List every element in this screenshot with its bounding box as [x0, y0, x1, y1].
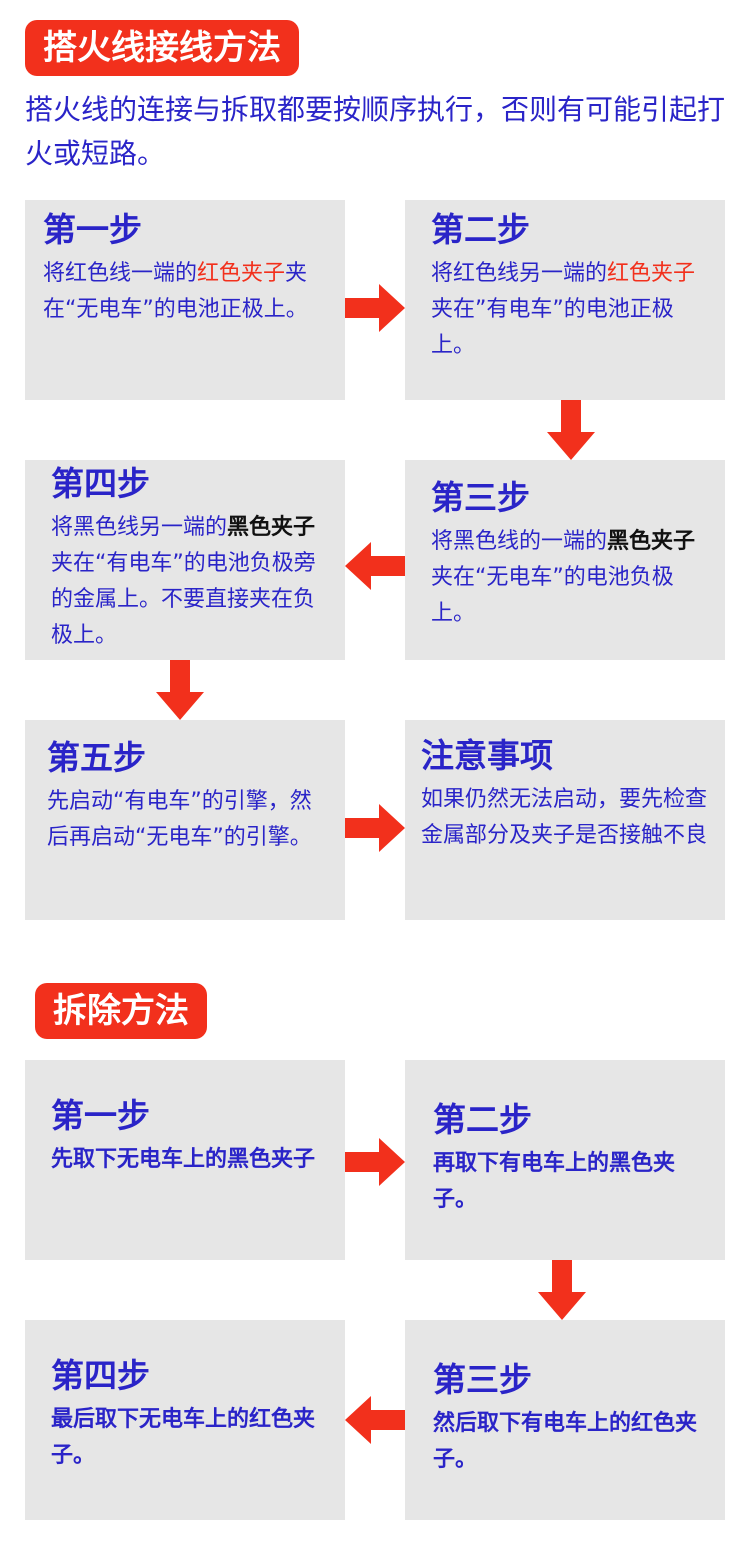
install-intro-text: 搭火线的连接与拆取都要按顺序执行，否则有可能引起打火或短路。	[25, 93, 726, 170]
install-step-1-card: 第一步 将红色线一端的红色夹子夹在“无电车”的电池正极上。	[25, 200, 345, 400]
removal-step-2-card: 第二步 再取下有电车上的黑色夹子。	[405, 1060, 725, 1260]
removal-step-3-card: 第三步 然后取下有电车上的红色夹子。	[405, 1320, 725, 1520]
install-step-1-text: 将红色线一端的红色夹子夹在“无电车”的电池正极上。	[43, 256, 329, 328]
install-step-4-title: 第四步	[51, 464, 150, 503]
install-step-1-title: 第一步	[43, 210, 142, 249]
removal-step-4-card: 第四步 最后取下无电车上的红色夹子。	[25, 1320, 345, 1520]
install-step-5-card: 第五步 先启动“有电车”的引擎，然后再启动“无电车”的引擎。	[25, 720, 345, 920]
arrow-down-icon	[547, 400, 595, 460]
install-step-2-text-a: 将红色线另一端的	[431, 261, 608, 286]
arrow-left-icon	[345, 1396, 405, 1444]
install-step-1-text-a: 将红色线一端的	[43, 261, 198, 286]
install-step-4-text-b: 夹在“有电车”的电池负极旁的金属上。不要直接夹在负极上。	[51, 551, 316, 648]
removal-step-1-title: 第一步	[51, 1096, 150, 1135]
install-step-4-text: 将黑色线另一端的黑色夹子夹在“有电车”的电池负极旁的金属上。不要直接夹在负极上。	[51, 510, 329, 654]
install-step-3-text-black: 黑色夹子	[607, 529, 696, 554]
install-section-title: 搭火线接线方法	[25, 20, 299, 76]
arrow-left-icon	[345, 542, 405, 590]
removal-step-4-title: 第四步	[51, 1356, 150, 1395]
removal-step-1-card: 第一步 先取下无电车上的黑色夹子	[25, 1060, 345, 1260]
install-step-2-title: 第二步	[431, 210, 530, 249]
removal-step-3-title: 第三步	[433, 1360, 532, 1399]
install-step-3-card: 第三步 将黑色线的一端的黑色夹子夹在“无电车”的电池负极上。	[405, 460, 725, 660]
install-step-1-text-b: 夹在“无电车”的电池正极上。	[43, 261, 308, 322]
install-step-4-card: 第四步 将黑色线另一端的黑色夹子夹在“有电车”的电池负极旁的金属上。不要直接夹在…	[25, 460, 345, 660]
removal-step-2-title: 第二步	[433, 1100, 532, 1139]
install-note-title: 注意事项	[421, 736, 553, 775]
arrow-right-icon	[345, 1138, 405, 1186]
install-step-3-text-b: 夹在“无电车”的电池负极上。	[431, 565, 674, 626]
install-step-4-text-black: 黑色夹子	[227, 515, 316, 540]
arrow-down-icon	[538, 1260, 586, 1320]
arrow-right-icon	[345, 284, 405, 332]
install-step-2-text-b: 夹在”有电车”的电池正极上。	[431, 297, 674, 358]
removal-step-2-text: 再取下有电车上的黑色夹子。	[433, 1151, 676, 1212]
install-step-2-card: 第二步 将红色线另一端的红色夹子夹在”有电车”的电池正极上。	[405, 200, 725, 400]
install-step-3-text: 将黑色线的一端的黑色夹子夹在“无电车”的电池负极上。	[431, 524, 709, 632]
install-step-2-text-red: 红色夹子	[607, 261, 696, 286]
removal-section-title: 拆除方法	[35, 983, 207, 1039]
install-step-2-text: 将红色线另一端的红色夹子夹在”有电车”的电池正极上。	[431, 256, 709, 364]
removal-step-1-text: 先取下无电车上的黑色夹子	[51, 1147, 316, 1172]
install-step-4-text-a: 将黑色线另一端的	[51, 515, 228, 540]
removal-step-3-text: 然后取下有电车上的红色夹子。	[433, 1411, 698, 1472]
install-step-5-text: 先启动“有电车”的引擎，然后再启动“无电车”的引擎。	[47, 789, 312, 850]
install-note-card: 注意事项 如果仍然无法启动，要先检查金属部分及夹子是否接触不良	[405, 720, 725, 920]
arrow-right-icon	[345, 804, 405, 852]
install-note-text: 如果仍然无法启动，要先检查金属部分及夹子是否接触不良	[421, 787, 708, 848]
install-step-5-title: 第五步	[47, 738, 146, 777]
arrow-down-icon	[156, 660, 204, 720]
removal-step-4-text: 最后取下无电车上的红色夹子。	[51, 1407, 316, 1468]
install-step-3-text-a: 将黑色线的一端的	[431, 529, 608, 554]
install-step-1-text-red: 红色夹子	[197, 261, 286, 286]
install-step-3-title: 第三步	[431, 478, 530, 517]
